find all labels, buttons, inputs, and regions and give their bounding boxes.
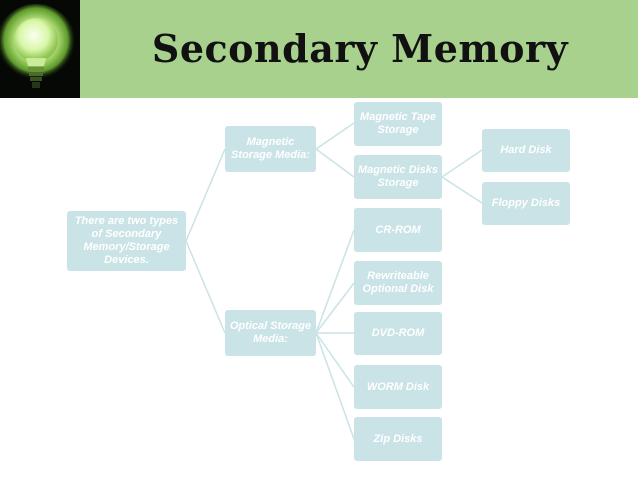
magnetic-tape-label: Magnetic Tape Storage — [360, 111, 436, 136]
zip-disks-label: Zip Disks — [373, 432, 423, 445]
connector-optical-zip — [315, 332, 355, 440]
magnetic-storage-node: Magnetic Storage Media: — [225, 126, 316, 172]
worm-disk-node: WORM Disk — [354, 365, 442, 409]
dvd-rom-label: DVD-ROM — [371, 327, 425, 339]
worm-disk-label: WORM Disk — [366, 380, 430, 393]
magnetic-storage-label: Magnetic Storage Media: — [231, 136, 310, 161]
rewriteable-disk-label: Rewriteable Optional Disk — [362, 270, 434, 295]
dvd-rom-node: DVD-ROM — [354, 312, 442, 355]
hard-disk-node: Hard Disk — [482, 129, 570, 172]
zip-disks-node: Zip Disks — [354, 417, 442, 461]
cr-rom-label: CR-ROM — [375, 223, 421, 236]
floppy-disks-node: Floppy Disks — [482, 182, 570, 225]
rewriteable-disk-node: Rewriteable Optional Disk — [354, 261, 442, 305]
connector-optical-crrom — [315, 229, 355, 334]
connector-magnetic-tape — [315, 122, 355, 150]
optical-storage-node: Optical Storage Media: — [225, 310, 316, 356]
page-title: Secondary Memory — [151, 26, 569, 71]
connector-optical-rewriteable — [315, 282, 355, 334]
connector-root-optical — [185, 240, 226, 334]
connector-disks-hard — [441, 149, 483, 178]
magnetic-disks-label: Magnetic Disks Storage — [357, 164, 439, 189]
title-banner: Secondary Memory — [0, 0, 638, 98]
hard-disk-label: Hard Disk — [500, 144, 552, 156]
light-bulb-image — [0, 0, 80, 98]
root-node: There are two types of Secondary Memory/… — [67, 211, 186, 271]
magnetic-tape-node: Magnetic Tape Storage — [354, 102, 442, 146]
floppy-disks-label: Floppy Disks — [491, 197, 561, 209]
magnetic-disks-node: Magnetic Disks Storage — [354, 155, 442, 199]
connector-disks-floppy — [441, 176, 483, 204]
connector-magnetic-disks — [315, 148, 355, 178]
connector-optical-worm — [315, 332, 355, 388]
optical-storage-label: Optical Storage Media: — [229, 320, 312, 345]
root-node-label: There are two types of Secondary Memory/… — [74, 215, 179, 266]
cr-rom-node: CR-ROM — [354, 208, 442, 252]
connector-root-magnetic — [185, 148, 226, 242]
light-bulb-icon — [0, 4, 76, 88]
